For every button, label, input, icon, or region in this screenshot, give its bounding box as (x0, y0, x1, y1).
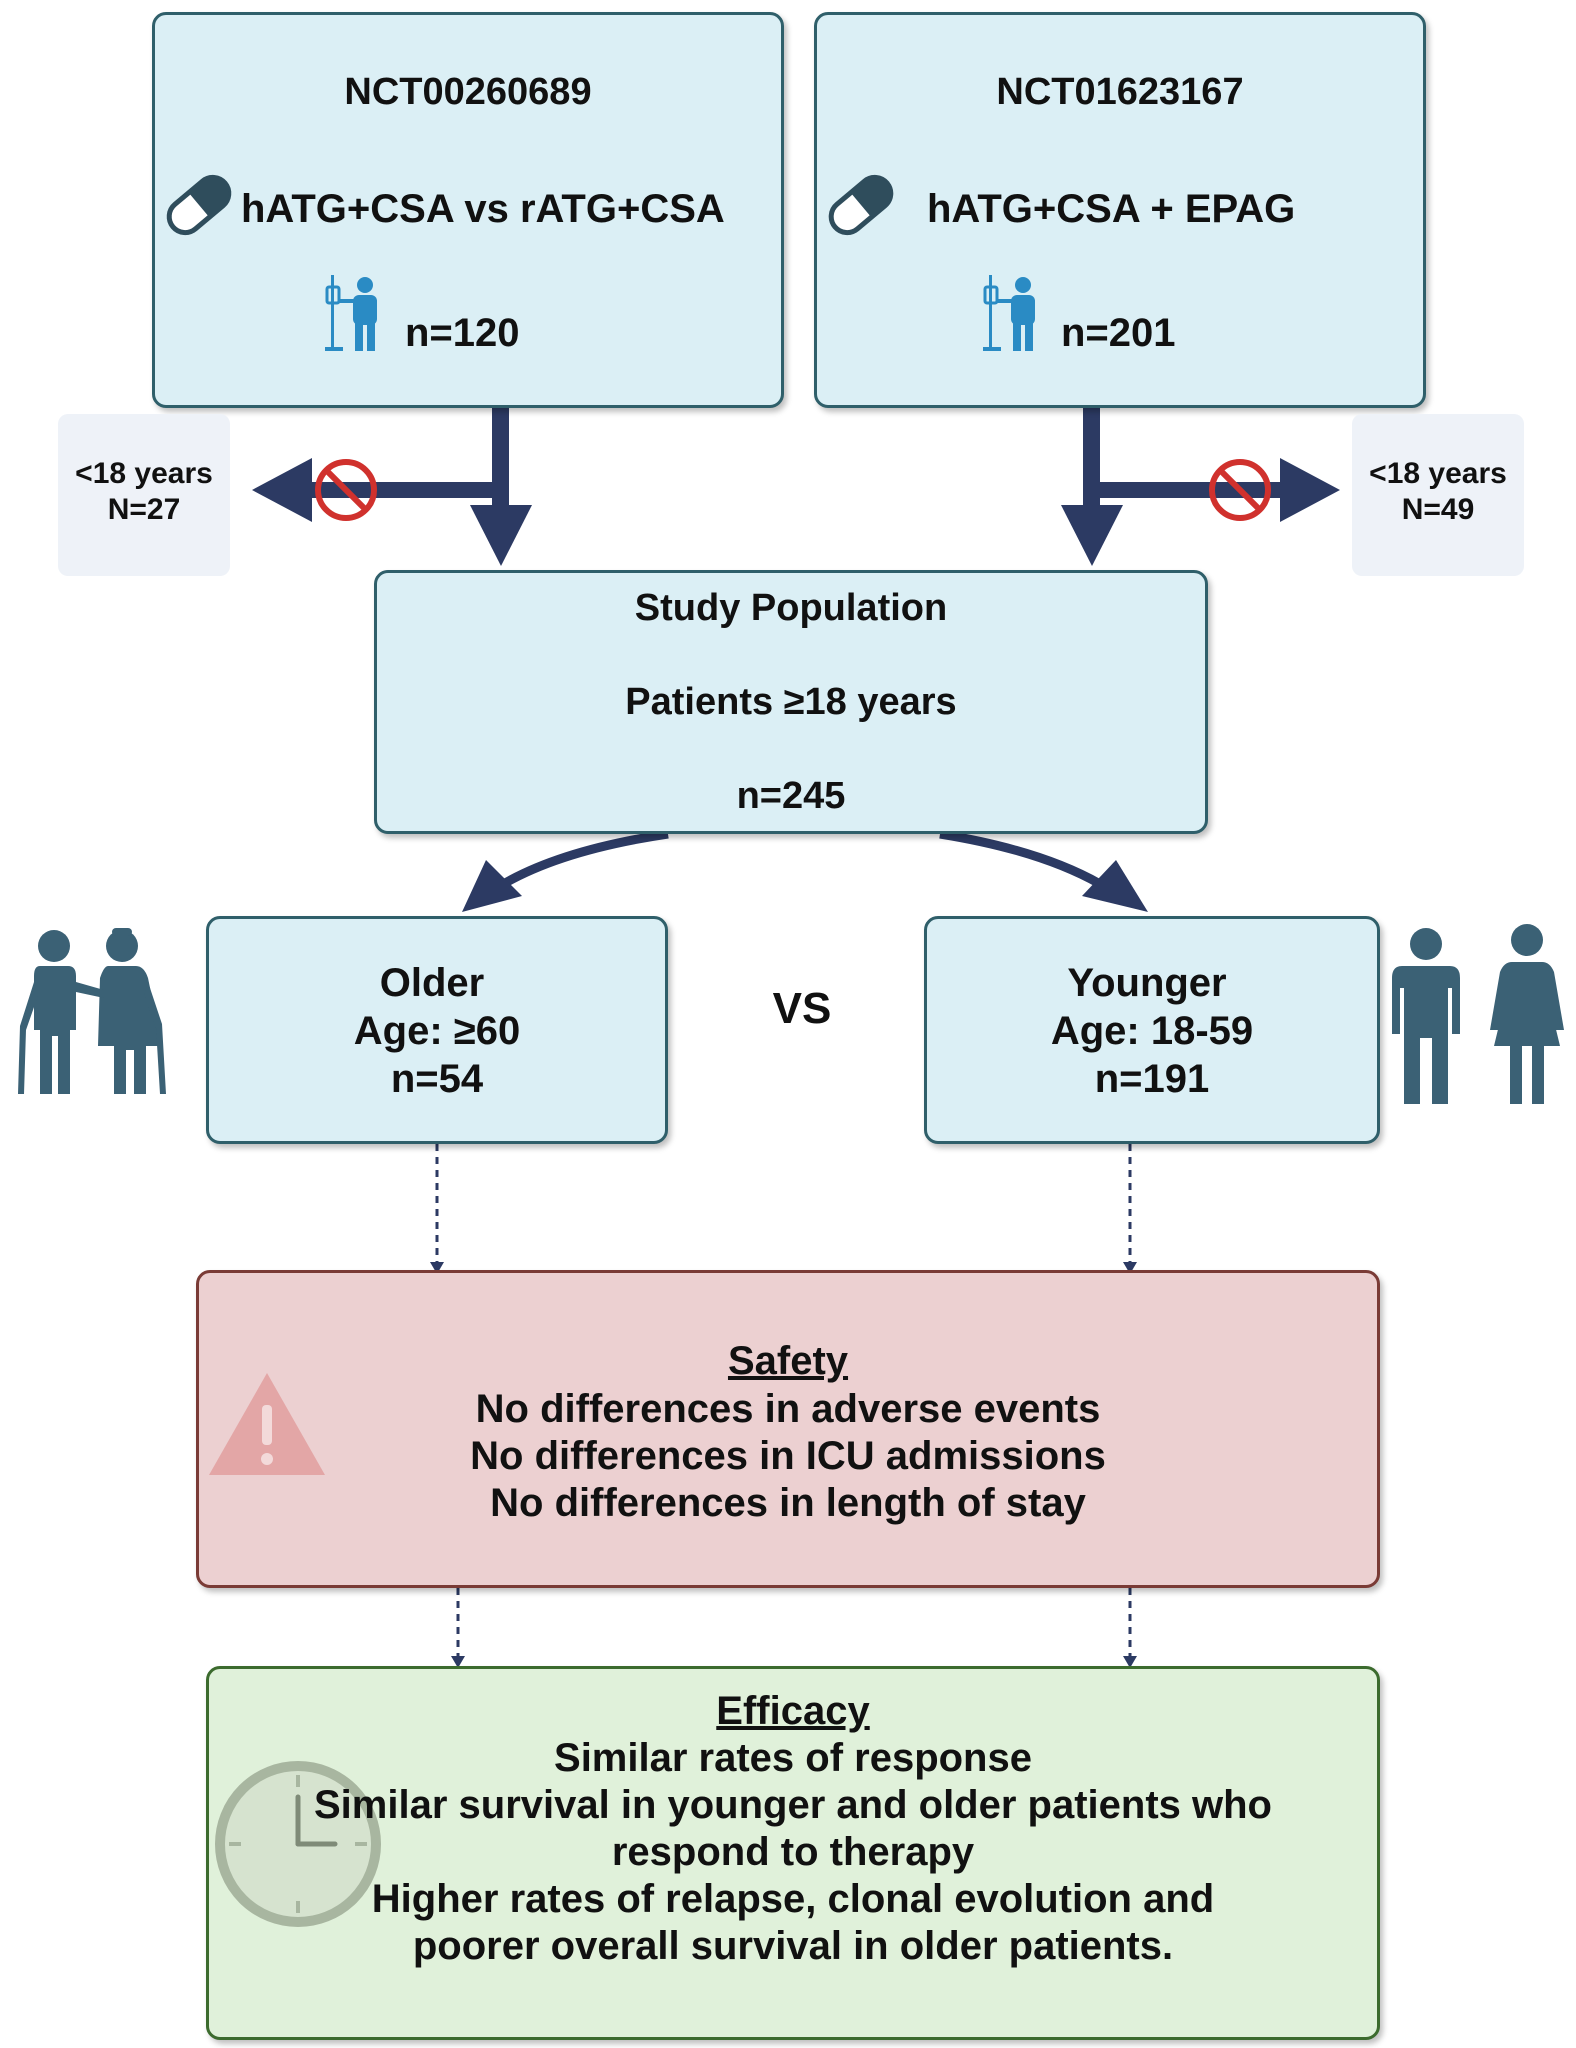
study-title: Study Population (634, 587, 948, 629)
safety-line: No differences in length of stay (490, 1481, 1086, 1525)
efficacy-line: Similar survival in younger and older pa… (314, 1783, 1272, 1827)
efficacy-line: respond to therapy (611, 1830, 975, 1874)
warning-icon (205, 1369, 329, 1484)
right-trial-arrow-head (1061, 505, 1123, 566)
iv-patient-icon (983, 273, 1043, 360)
trial-box-1: NCT00260689 hATG+CSA vs rATG+CSA n=120 (152, 12, 784, 408)
right-exclusion-arrow-shaft (1083, 482, 1283, 498)
split-arrow-right-head (1082, 860, 1148, 912)
efficacy-line: Similar rates of response (554, 1736, 1032, 1780)
efficacy-box: Efficacy Similar rates of response Simil… (206, 1666, 1380, 2040)
trial-regimen: hATG+CSA vs rATG+CSA (241, 187, 725, 231)
study-criteria: Patients ≥18 years (625, 681, 957, 723)
trial-n: n=201 (1061, 311, 1176, 355)
younger-n: n=191 (1094, 1057, 1210, 1101)
study-population-box: Study Population Patients ≥18 years n=24… (374, 570, 1208, 834)
trial-box-2: NCT01623167 hATG+CSA + EPAG n=201 (814, 12, 1426, 408)
exclusion-age: <18 years (75, 457, 213, 490)
pill-icon (159, 165, 239, 250)
left-exclusion-arrow-shaft (305, 482, 509, 498)
exclusion-n: N=27 (107, 493, 181, 526)
efficacy-title: Efficacy (716, 1689, 870, 1733)
efficacy-line: poorer overall survival in older patient… (412, 1924, 1174, 1968)
older-label: Older (379, 961, 485, 1005)
trial-id: NCT00260689 (344, 71, 592, 113)
efficacy-line: Higher rates of relapse, clonal evolutio… (371, 1877, 1215, 1921)
safety-title: Safety (727, 1339, 849, 1383)
man-icon (1390, 926, 1462, 1111)
safety-box: Safety No differences in adverse events … (196, 1270, 1380, 1588)
left-trial-arrow-head (470, 505, 532, 566)
safety-line: No differences in adverse events (475, 1387, 1101, 1431)
exclusion-age: <18 years (1369, 457, 1507, 490)
no-entry-icon (315, 459, 377, 521)
vs-label: VS (772, 984, 832, 1033)
left-exclusion-arrow-head (252, 458, 312, 522)
split-arrow-left (497, 829, 669, 890)
elderly-couple-icon (10, 926, 170, 1101)
right-exclusion-arrow-head (1280, 458, 1340, 522)
trial-id: NCT01623167 (996, 71, 1244, 113)
clock-icon (213, 1759, 383, 1934)
younger-age: Age: 18-59 (1050, 1009, 1254, 1053)
iv-patient-icon (325, 273, 385, 360)
trial-regimen: hATG+CSA + EPAG (927, 187, 1296, 231)
older-n: n=54 (390, 1057, 484, 1101)
younger-label: Younger (1067, 961, 1227, 1005)
split-arrow-right (939, 829, 1103, 888)
pill-icon (821, 165, 901, 250)
older-age: Age: ≥60 (353, 1009, 521, 1053)
trial-n: n=120 (405, 311, 520, 355)
study-n: n=245 (736, 775, 846, 817)
split-arrow-left-head (462, 860, 522, 912)
exclusion-box-right: <18 years N=49 (1352, 414, 1524, 576)
exclusion-box-left: <18 years N=27 (58, 414, 230, 576)
older-group-box: Older Age: ≥60 n=54 (206, 916, 668, 1144)
younger-group-box: Younger Age: 18-59 n=191 (924, 916, 1380, 1144)
safety-line: No differences in ICU admissions (470, 1434, 1106, 1478)
exclusion-n: N=49 (1401, 493, 1475, 526)
no-entry-icon (1209, 459, 1271, 521)
woman-icon (1488, 922, 1566, 1111)
